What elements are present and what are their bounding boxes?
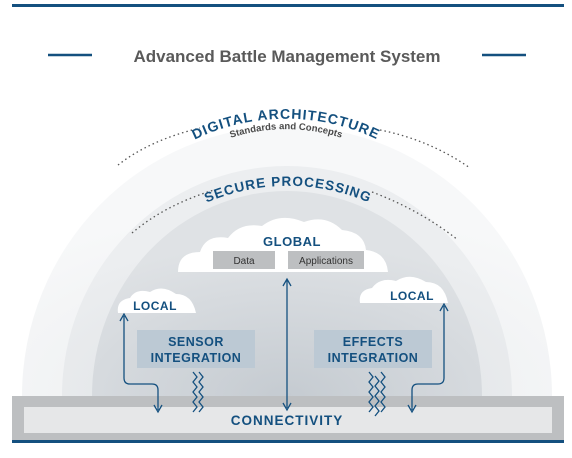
applications-tag xyxy=(288,251,364,269)
sensor-signal-squiggles xyxy=(192,371,204,413)
effects-line2: INTEGRATION xyxy=(328,351,419,365)
digital-arch-dots-right xyxy=(379,129,471,169)
global-arrowhead-up xyxy=(282,277,292,287)
local-left-label: LOCAL xyxy=(133,299,177,313)
local-left-arrowhead-down xyxy=(153,404,163,414)
global-arrowhead-down xyxy=(282,402,292,412)
global-label: GLOBAL xyxy=(263,234,321,249)
secure-proc-dots-right xyxy=(371,191,459,241)
local-cloud-left: LOCAL xyxy=(117,288,196,313)
local-right-arrowhead-down xyxy=(407,404,417,414)
sensor-line1: SENSOR xyxy=(168,335,224,349)
applications-tag-label: Applications xyxy=(299,256,353,267)
sensor-integration-box: SENSOR INTEGRATION xyxy=(137,330,255,368)
sensor-line2: INTEGRATION xyxy=(151,351,242,365)
local-right-arrowhead-up xyxy=(439,302,449,312)
local-cloud-right: LOCAL xyxy=(359,276,448,303)
connectivity-label: CONNECTIVITY xyxy=(231,413,344,428)
local-right-link-arrow xyxy=(411,306,445,410)
top-border xyxy=(12,4,564,7)
local-left-link-arrow xyxy=(123,316,159,410)
bottom-border xyxy=(12,440,564,443)
effects-integration-box: EFFECTS INTEGRATION xyxy=(314,330,432,368)
local-right-label: LOCAL xyxy=(390,289,434,303)
effects-signal-squiggles xyxy=(368,371,386,417)
data-tag xyxy=(213,251,275,269)
connectivity-inner xyxy=(24,407,552,433)
local-left-arrowhead-up xyxy=(119,312,129,322)
page-title: Advanced Battle Management System xyxy=(133,47,440,66)
global-cloud: GLOBAL Data Applications xyxy=(178,217,388,272)
data-tag-label: Data xyxy=(233,256,255,267)
effects-line1: EFFECTS xyxy=(343,335,403,349)
